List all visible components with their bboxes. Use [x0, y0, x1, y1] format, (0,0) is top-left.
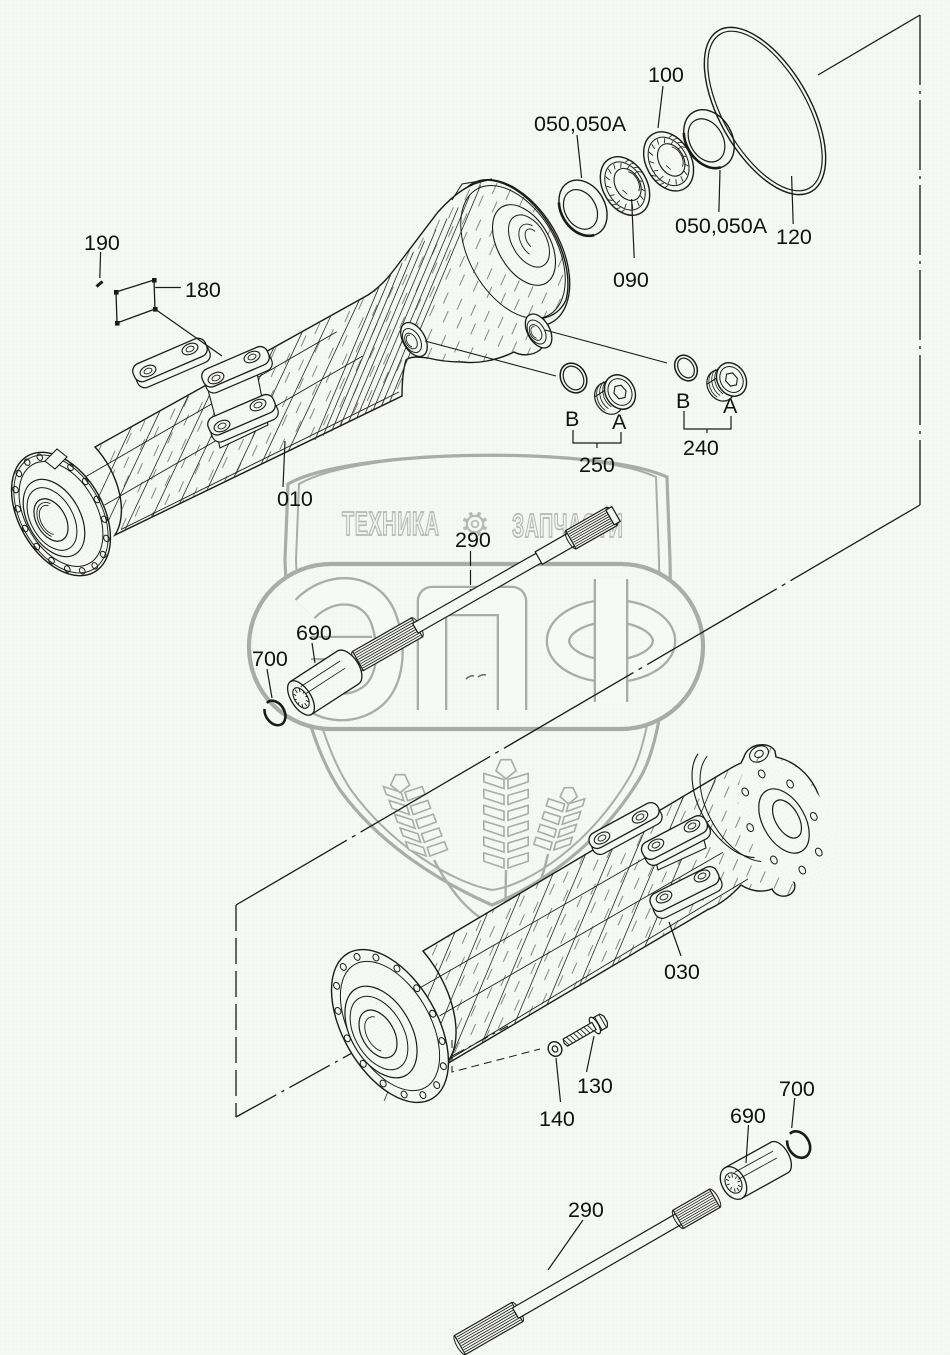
svg-text:700: 700	[779, 1077, 815, 1101]
svg-text:250: 250	[579, 453, 615, 477]
svg-text:100: 100	[648, 63, 684, 87]
svg-text:A: A	[612, 410, 627, 434]
svg-text:700: 700	[252, 647, 288, 671]
svg-text:B: B	[676, 389, 690, 413]
svg-text:180: 180	[185, 278, 221, 302]
svg-text:ТЕХНИКА: ТЕХНИКА	[342, 505, 440, 543]
svg-text:050,050A: 050,050A	[534, 112, 627, 136]
svg-text:290: 290	[568, 1198, 604, 1222]
svg-text:120: 120	[776, 225, 812, 249]
svg-text:190: 190	[84, 231, 120, 255]
svg-text:140: 140	[539, 1107, 575, 1131]
svg-text:690: 690	[296, 621, 332, 645]
svg-text:050,050A: 050,050A	[675, 214, 768, 238]
svg-text:090: 090	[613, 268, 649, 292]
svg-text:690: 690	[730, 1104, 766, 1128]
svg-text:B: B	[565, 407, 579, 431]
svg-text:030: 030	[664, 960, 700, 984]
svg-text:A: A	[723, 394, 738, 418]
svg-text:010: 010	[277, 487, 313, 511]
svg-text:240: 240	[683, 436, 719, 460]
svg-text:130: 130	[577, 1074, 613, 1098]
svg-text:290: 290	[455, 528, 491, 552]
